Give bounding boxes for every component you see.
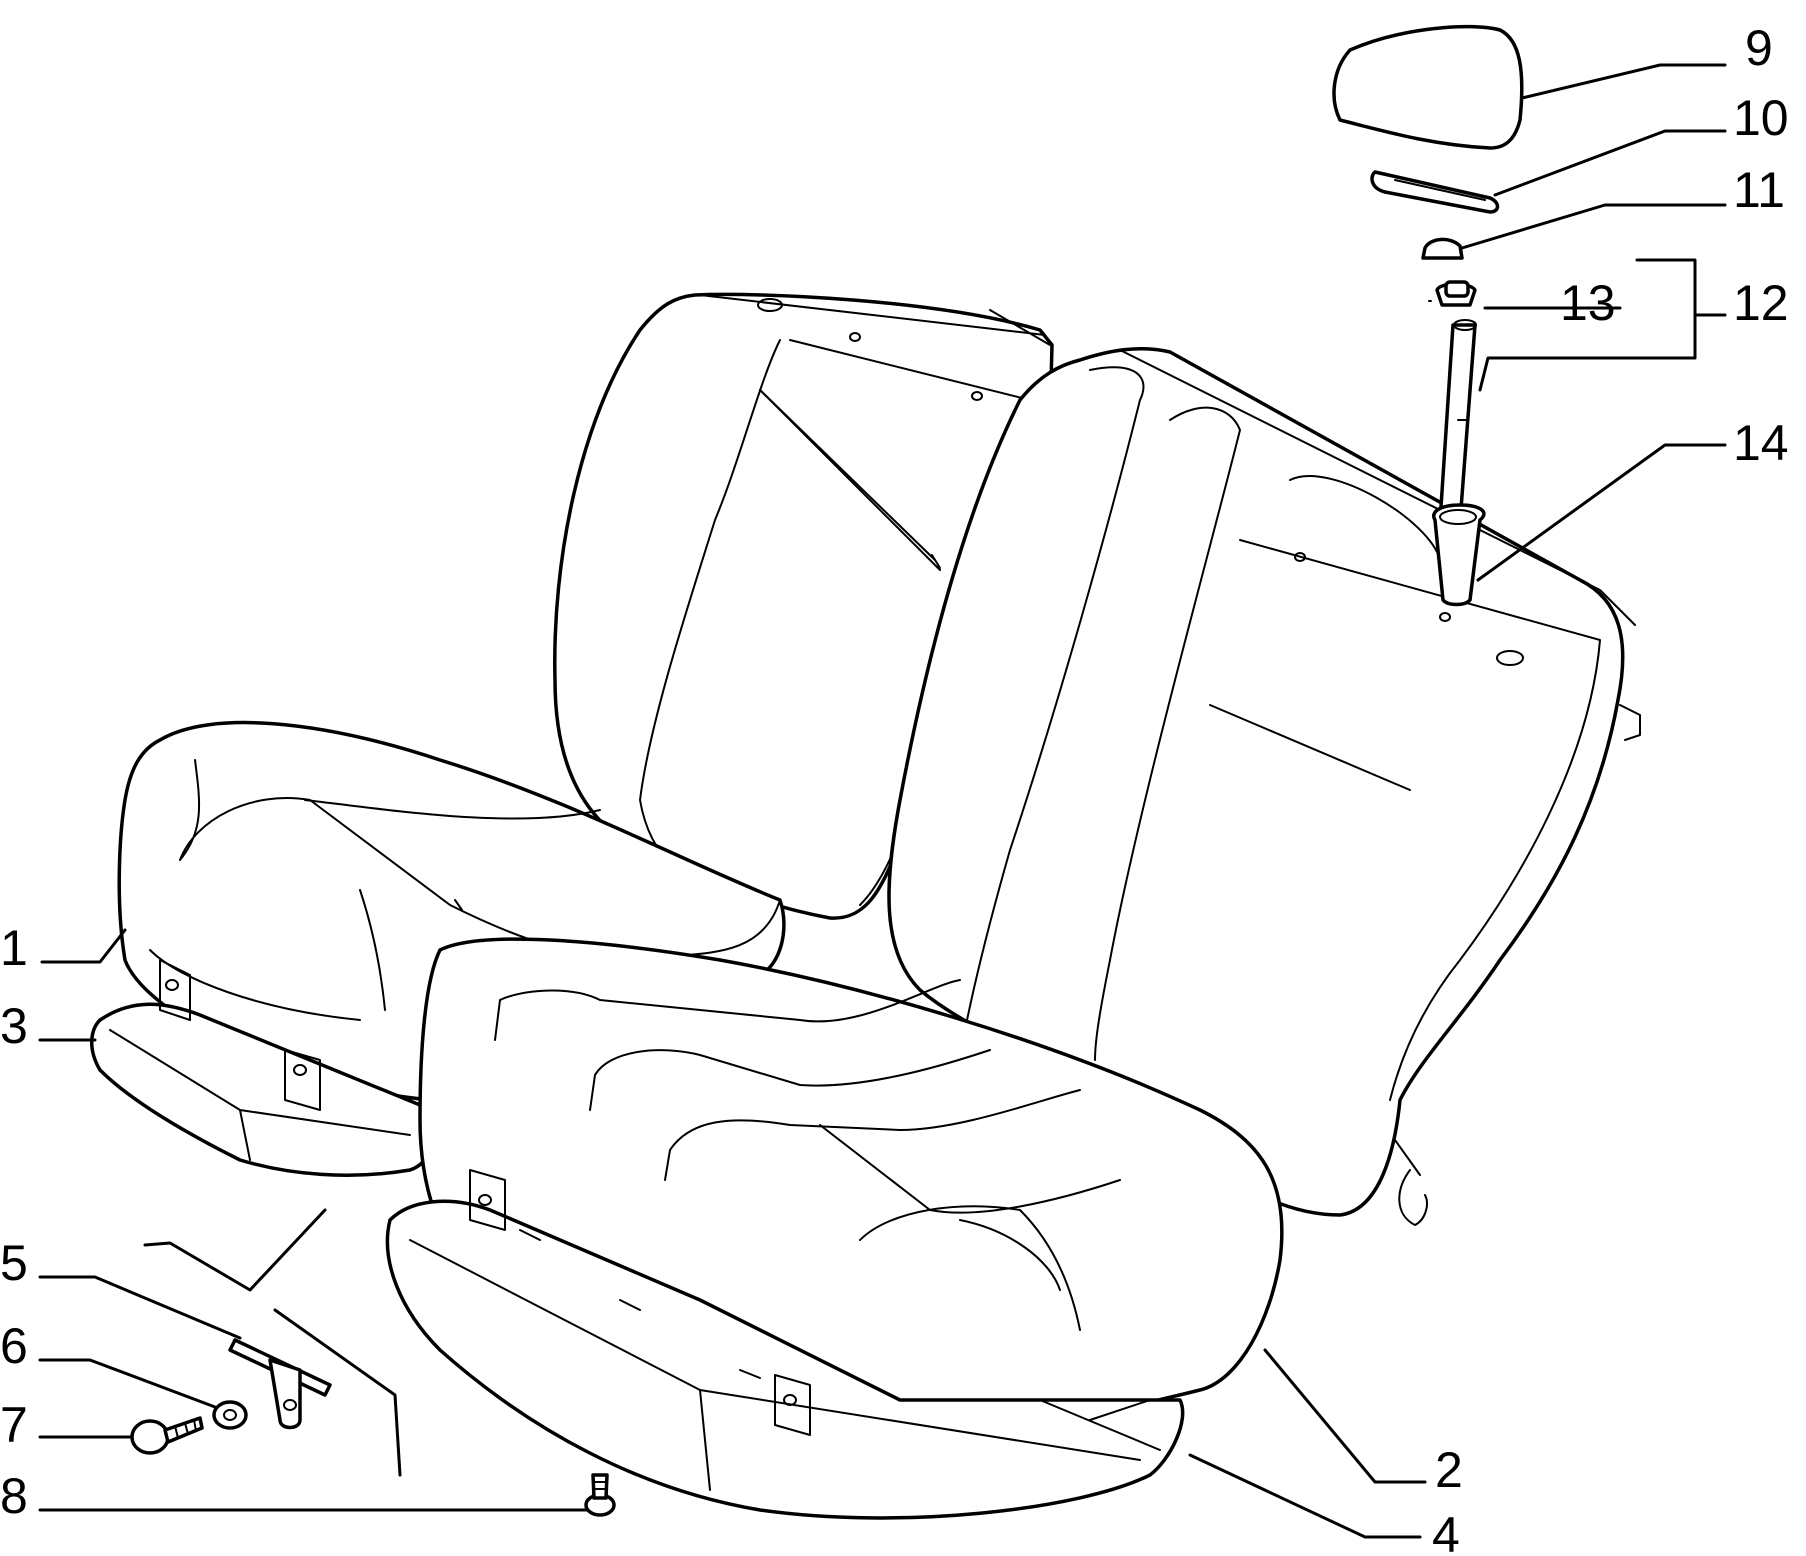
left-cushion-frame (90, 959, 436, 1177)
pivot-pin (228, 1338, 332, 1430)
leader-line-2 (1263, 1348, 1427, 1484)
leader-line-14 (1476, 443, 1727, 582)
callout-9: 9 (1745, 20, 1773, 76)
cap (1421, 237, 1464, 260)
headrest (1332, 24, 1524, 150)
guide-rod (1435, 280, 1477, 524)
leader-line-10 (1493, 129, 1727, 197)
bracket-line (273, 1308, 402, 1477)
guide-plate (1370, 170, 1500, 214)
bolt (130, 1416, 204, 1455)
callout-4: 4 (1432, 1507, 1460, 1556)
leader-line-9 (1520, 63, 1727, 100)
callout-12: 12 (1733, 275, 1789, 331)
callout-3: 3 (0, 998, 28, 1054)
bracket-12 (1478, 258, 1697, 392)
bracket-line (143, 1208, 327, 1292)
right-cushion-frame (385, 1169, 1185, 1520)
callout-8: 8 (0, 1468, 28, 1524)
callout-1: 1 (0, 920, 28, 976)
callout-6: 6 (0, 1318, 28, 1374)
sleeve (1428, 300, 1486, 607)
callout-14: 14 (1733, 415, 1789, 471)
screw (584, 1473, 616, 1517)
callout-2: 2 (1435, 1442, 1463, 1498)
callout-13: 13 (1560, 275, 1616, 331)
leader-line-1 (40, 928, 127, 964)
callout-7: 7 (0, 1397, 28, 1453)
leader-line-11 (1460, 203, 1727, 250)
leader-line-6 (38, 1358, 217, 1409)
washer (212, 1400, 248, 1430)
leader-line-5 (38, 1275, 242, 1340)
callout-11: 11 (1733, 162, 1785, 218)
callout-10: 10 (1733, 90, 1789, 146)
leader-line-4 (1188, 1453, 1422, 1539)
callout-5: 5 (0, 1235, 28, 1291)
